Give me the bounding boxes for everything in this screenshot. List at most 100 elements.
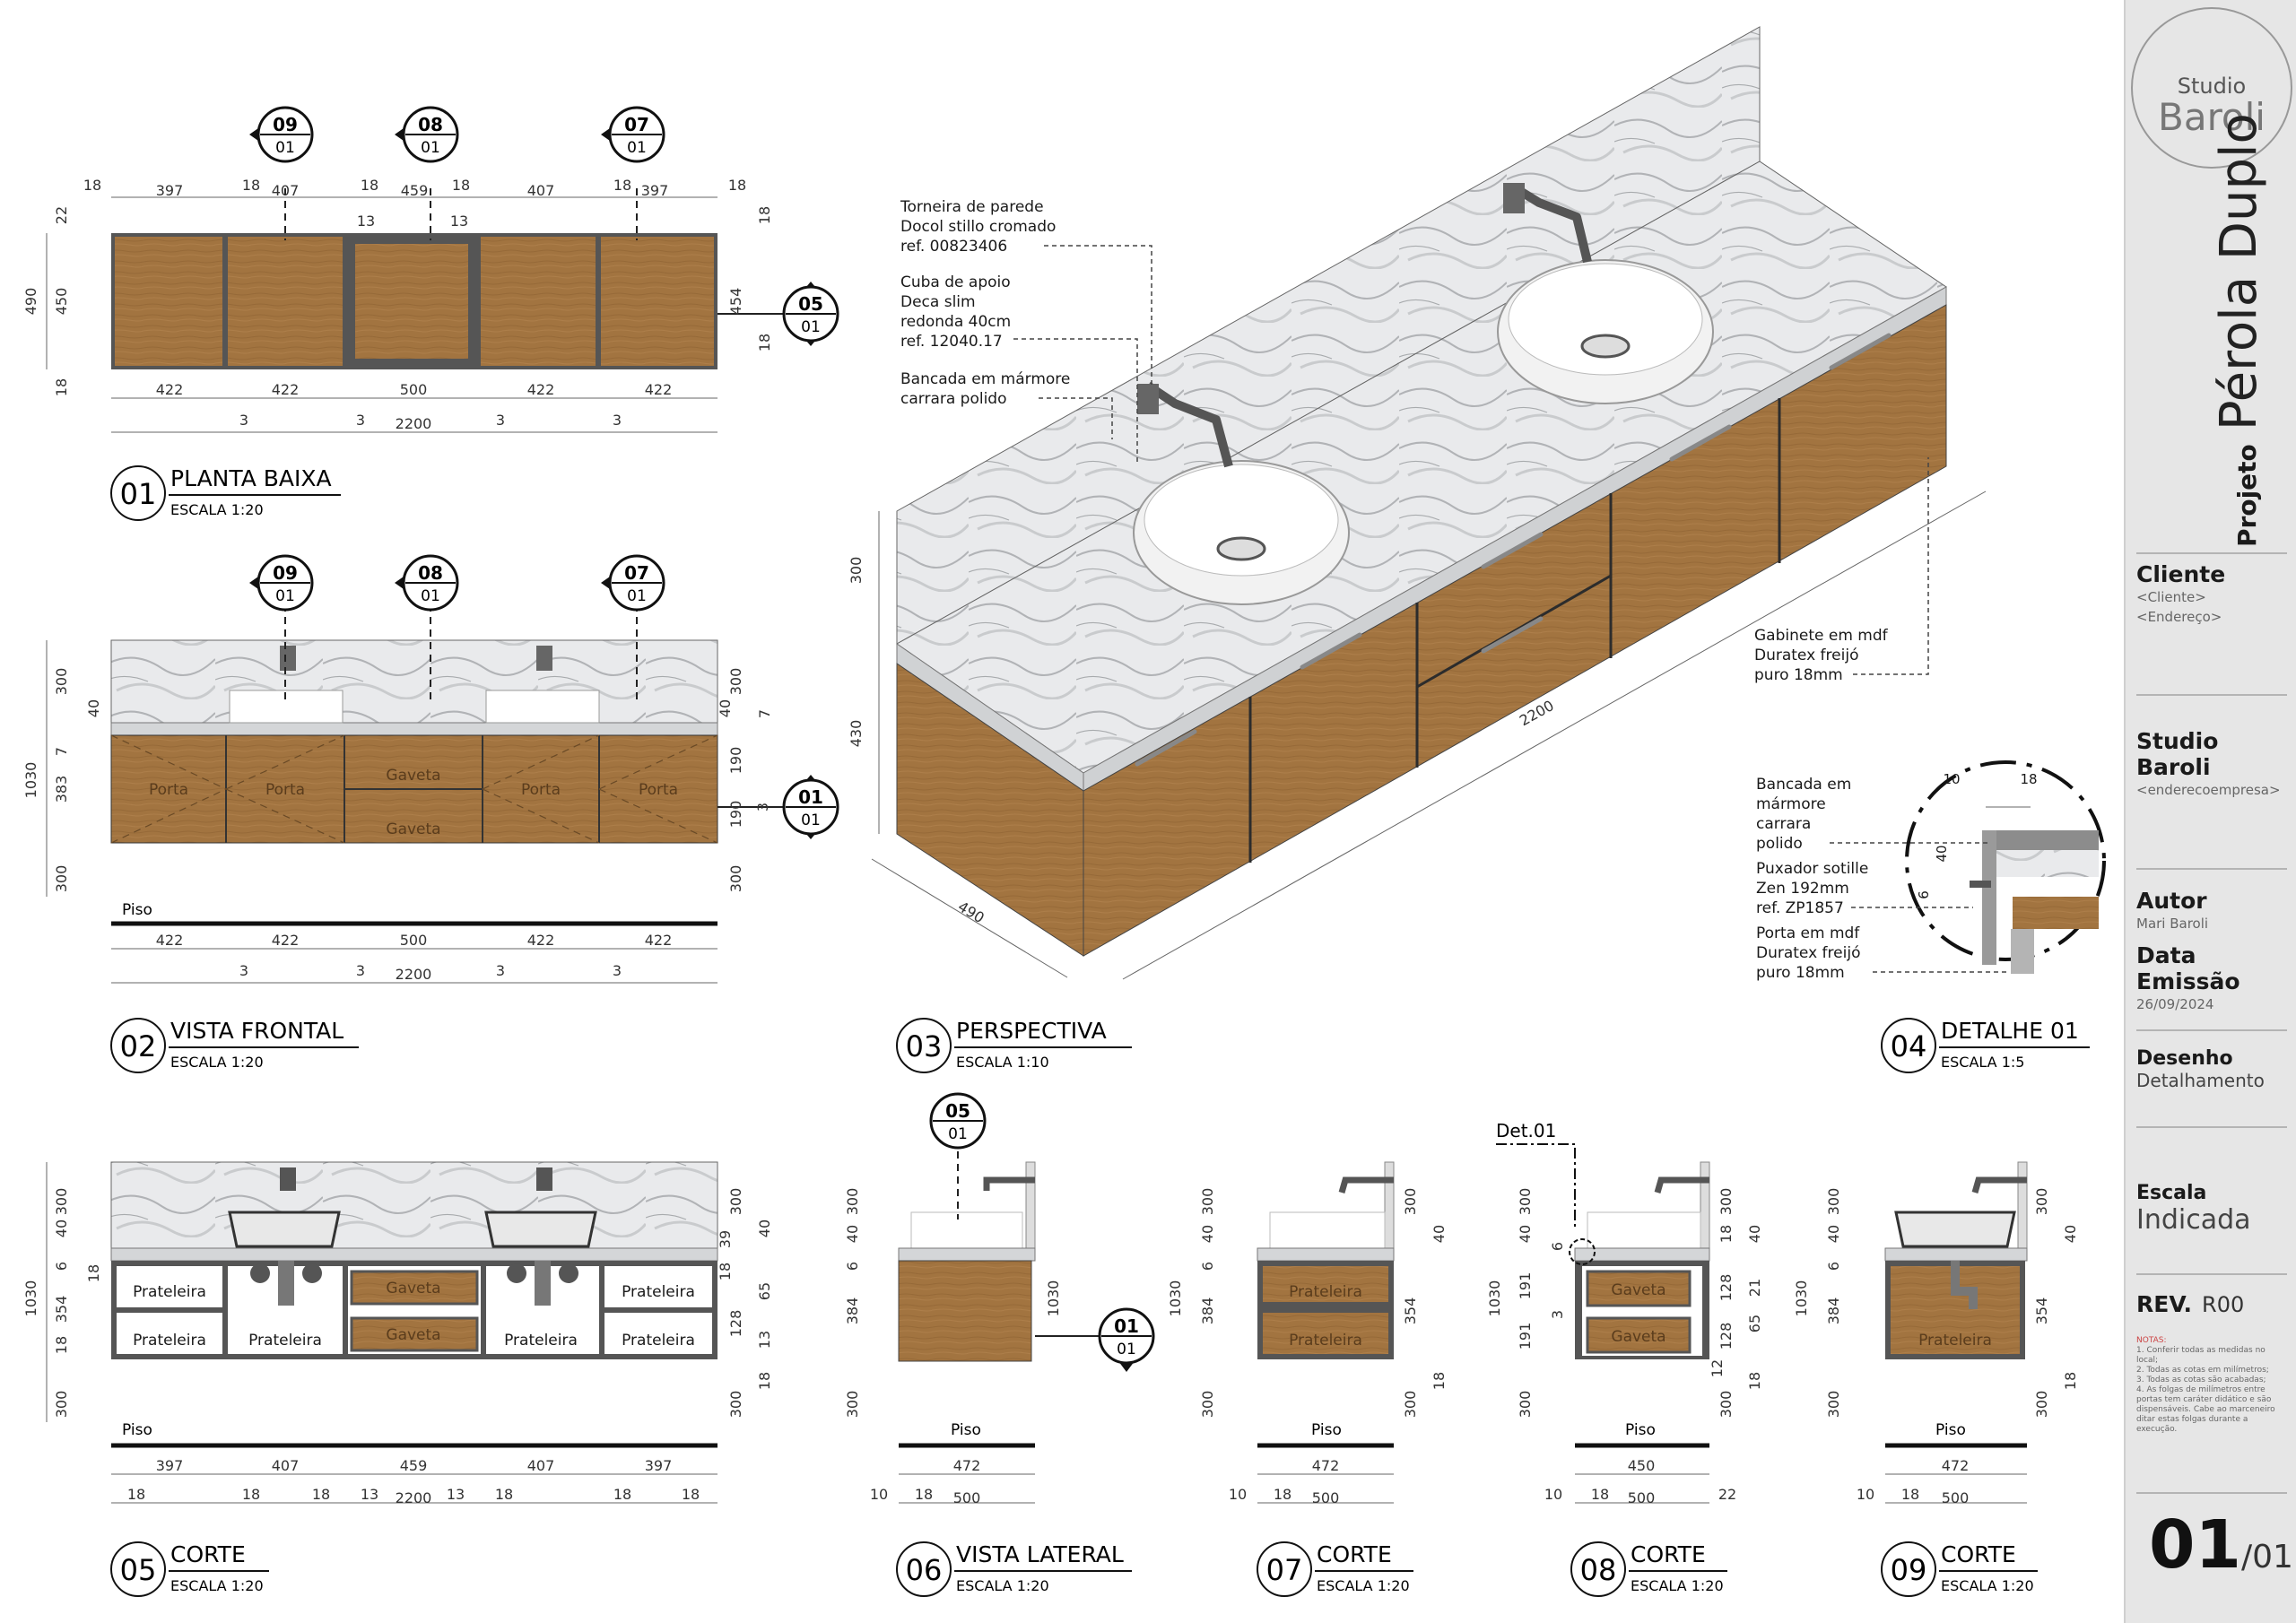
note-line: 2. Todas as cotas em milímetros; [2136,1366,2269,1375]
section-marker-05[interactable]: 05 01 [929,1092,987,1150]
dim-label: 3 [496,962,505,979]
dim-label: 3 [496,412,505,429]
dim-label: 18 [53,1336,70,1354]
callout-basin-line: redonda 40cm [900,313,1011,331]
marker-top: 07 [624,562,649,584]
notes-block: NOTAS: 1. Conferir todas as medidas no l… [2136,1336,2289,1435]
view07-labels: Prateleira Prateleira [1289,1283,1362,1350]
dim-label: 10 [1229,1486,1247,1503]
marker-top: 08 [418,562,443,584]
section-marker-07[interactable]: 07 01 [601,554,665,612]
dim-label: 39 [717,1230,734,1248]
dim-label: 191 [1517,1323,1534,1350]
dim-label: 300 [1517,1188,1534,1216]
floor-label: Piso [1311,1421,1342,1439]
view-number: 01 [120,477,157,511]
detail-callout-line: Puxador sotille [1756,860,1868,878]
author-label: Autor [2136,888,2207,914]
shelf-label: Prateleira [504,1332,578,1350]
dim-label: 40 [756,1219,773,1237]
dim-label: 3 [356,412,365,429]
shelf-label: Prateleira [622,1283,695,1301]
dim-label: 6 [1825,1262,1842,1271]
dim-label: 300 [1718,1391,1735,1419]
section-marker-09[interactable]: 09 01 [249,106,314,163]
dim-label: 13 [447,1486,465,1503]
dim-label: 128 [727,1310,744,1338]
dim-label: 128 [1718,1323,1735,1350]
dim-label: 300 [727,668,744,696]
marker-top: 09 [273,562,298,584]
floor-label: Piso [122,901,152,919]
dim-label: 354 [2033,1298,2050,1325]
detail-callout-line: Porta em mdf [1756,924,1860,942]
dim-label: 40 [1517,1225,1534,1243]
dim-label: 18 [613,177,631,194]
view-number: 05 [120,1553,157,1587]
dim-label: 422 [645,381,673,398]
section-marker-08[interactable]: 08 01 [395,106,459,163]
section-marker-01[interactable]: 01 01 [782,775,839,839]
date-value: 26/09/2024 [2136,996,2214,1012]
callout-faucet-line: Docol stillo cromado [900,218,1056,236]
dim-label: 40 [1431,1225,1448,1243]
project-label: Projeto [2232,444,2262,547]
marker-top: 08 [418,114,443,135]
dim-label: 300 [1199,1391,1216,1419]
dim-label: 18 [495,1486,513,1503]
view-title: CORTE [1941,1541,2016,1567]
dim-label: 65 [756,1282,773,1300]
view-number: 06 [906,1553,943,1587]
view-scale: ESCALA 1:20 [170,501,264,518]
marker-bottom: 01 [1117,1341,1136,1358]
view-number: 02 [120,1029,157,1063]
dim-label: 13 [361,1486,378,1503]
note-line: 1. Conferir todas as medidas no local; [2136,1346,2266,1365]
dim-label: 18 [1746,1372,1763,1390]
section-marker-05[interactable]: 05 01 [782,282,839,346]
company-address: <enderecoempresa> [2136,782,2281,798]
dim-label: 300 [53,1188,70,1216]
drawer-label: Gaveta [1611,1328,1665,1346]
dim-label: 300 [1718,1188,1735,1216]
dim-label: 18 [1274,1486,1292,1503]
dim-label: 300 [848,557,865,585]
dim-label: 450 [1628,1457,1656,1474]
callout-cabinet-line: puro 18mm [1754,666,1843,684]
drawer-label: Gaveta [386,1280,440,1298]
door-label: Porta [639,781,678,799]
section-marker-07[interactable]: 07 01 [601,106,665,163]
dim-label: 6 [844,1262,861,1271]
section-marker-08[interactable]: 08 01 [395,554,459,612]
dim-label: 1030 [1167,1280,1184,1317]
drawer-label: Gaveta [386,820,440,838]
marker-top: 05 [798,293,823,315]
detail-callout-line: ref. ZP1857 [1756,899,1844,917]
dim-label: 18 [915,1486,933,1503]
sheet-number: 01 [2149,1506,2241,1584]
dim-label: 10 [1857,1486,1874,1503]
dim-label: 6 [1549,1242,1566,1251]
section05-dimensions: 1030 300 40 6 18 354 18 300 300 40 39 18… [22,1162,773,1506]
marker-bottom: 01 [627,587,647,605]
title-block: Studio Baroli Projeto Pérola Duplo Clien… [2124,0,2296,1623]
dim-label: 12 [1709,1359,1726,1377]
dim-label: 13 [756,1331,773,1349]
dim-label: 300 [53,865,70,893]
dim-label: 500 [1942,1489,1970,1506]
logo-bottom-text: Baroli [2158,95,2266,139]
dim-label: 490 [955,898,987,926]
floor-label: Piso [951,1421,981,1439]
dim-label: 454 [727,288,744,316]
callout-cabinet-line: Duratex freijó [1754,647,1858,664]
view-title-08: 08 CORTE ESCALA 1:20 [1570,1541,1727,1597]
dim-label: 300 [1825,1188,1842,1216]
section-marker-09[interactable]: 09 01 [249,554,314,612]
project-name: Pérola Duplo [2210,113,2268,431]
section-marker-01[interactable]: 01 01 [1098,1307,1155,1372]
dim-label: 300 [727,1391,744,1419]
dim-label: 18 [242,177,260,194]
view-07-section [1257,1161,1395,1448]
door-label: Porta [521,781,561,799]
dim-label: 1030 [22,762,39,799]
